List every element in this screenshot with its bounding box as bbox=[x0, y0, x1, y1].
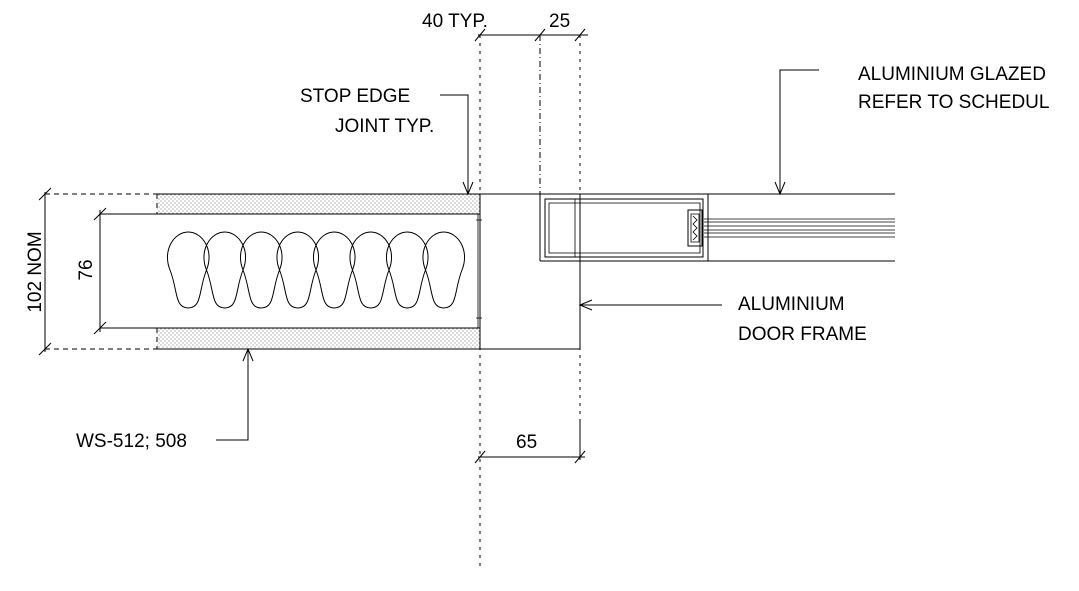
top-dimension-chain: 40 TYP. 25 bbox=[422, 11, 588, 42]
stop-edge-ticks bbox=[476, 219, 482, 319]
dimension-76: 76 bbox=[76, 259, 97, 280]
overall-dim-tick-top bbox=[38, 187, 52, 201]
glazed-arrowhead bbox=[774, 181, 786, 196]
glazing-frame-profile bbox=[544, 198, 704, 258]
panel-bottom-facing-fill bbox=[157, 328, 480, 349]
panel-ref-arrowhead bbox=[242, 347, 254, 362]
frame-label-line1: ALUMINIUM bbox=[738, 294, 845, 315]
insulation-core bbox=[167, 231, 465, 309]
panel-ref-label: WS-512; 508 bbox=[76, 431, 187, 452]
stop-edge-label-line2: JOINT TYP. bbox=[335, 116, 434, 137]
frame-label-line2: DOOR FRAME bbox=[738, 324, 867, 345]
panel-ref-leader bbox=[216, 349, 249, 441]
stop-edge-arrowhead bbox=[462, 181, 474, 196]
wall-panel bbox=[45, 193, 482, 350]
stop-edge-leader bbox=[440, 94, 469, 194]
door-frame-body bbox=[479, 193, 581, 350]
glazing-frame-inner bbox=[548, 202, 701, 254]
gasket-zigzag bbox=[692, 215, 698, 241]
dimension-40-typ: 40 TYP. bbox=[422, 11, 488, 32]
bottom-dimension: 65 bbox=[474, 420, 586, 464]
dimension-25: 25 bbox=[549, 11, 570, 32]
panel-top-facing-fill bbox=[157, 194, 480, 214]
aluminium-door-frame bbox=[479, 193, 581, 350]
stop-edge-label-line1: STOP EDGE bbox=[300, 86, 410, 107]
label-panel-ref: WS-512; 508 bbox=[76, 347, 254, 452]
glazed-label-line2: REFER TO SCHEDUL bbox=[858, 92, 1049, 113]
frame-arrowhead bbox=[578, 299, 593, 311]
overall-dim-tick-bottom bbox=[38, 342, 52, 356]
top-dim-tick-3 bbox=[574, 28, 586, 42]
gasket-inner bbox=[690, 213, 700, 243]
bottom-dim-tick-1 bbox=[474, 450, 486, 464]
label-door-frame: ALUMINIUM DOOR FRAME bbox=[578, 294, 867, 345]
glazed-label-line1: ALUMINIUM GLAZED bbox=[858, 64, 1046, 85]
glazing-gasket bbox=[687, 209, 703, 247]
left-dimensions: 102 NOM 76 bbox=[25, 187, 157, 356]
dimension-65: 65 bbox=[516, 432, 537, 453]
label-stop-edge: STOP EDGE JOINT TYP. bbox=[300, 86, 474, 196]
dimension-102-nom: 102 NOM bbox=[25, 231, 46, 312]
label-aluminium-glazed: ALUMINIUM GLAZED REFER TO SCHEDUL bbox=[774, 64, 1049, 196]
top-dim-tick-1 bbox=[474, 28, 486, 42]
top-dim-tick-2 bbox=[534, 28, 546, 42]
aluminium-glazed-panel bbox=[539, 193, 895, 262]
glazed-leader bbox=[779, 69, 819, 194]
